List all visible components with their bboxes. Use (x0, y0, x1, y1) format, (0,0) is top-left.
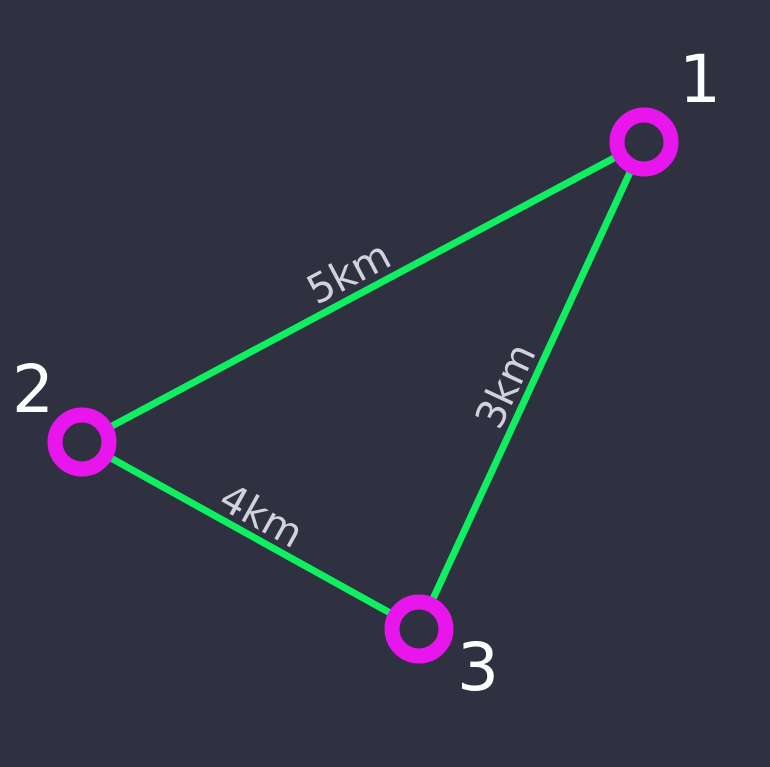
node-label-1: 1 (679, 41, 721, 118)
node-label-2: 2 (12, 351, 54, 428)
node-3[interactable] (384, 594, 454, 664)
nodes (47, 107, 679, 664)
node-2[interactable] (47, 407, 117, 477)
node-1[interactable] (609, 107, 679, 177)
edges (78, 138, 648, 633)
edge-2-3 (78, 438, 423, 633)
node-labels: 1 2 3 (12, 41, 721, 706)
edge-1-2 (78, 138, 648, 446)
node-label-3: 3 (457, 629, 499, 706)
edge-1-3 (415, 138, 648, 633)
